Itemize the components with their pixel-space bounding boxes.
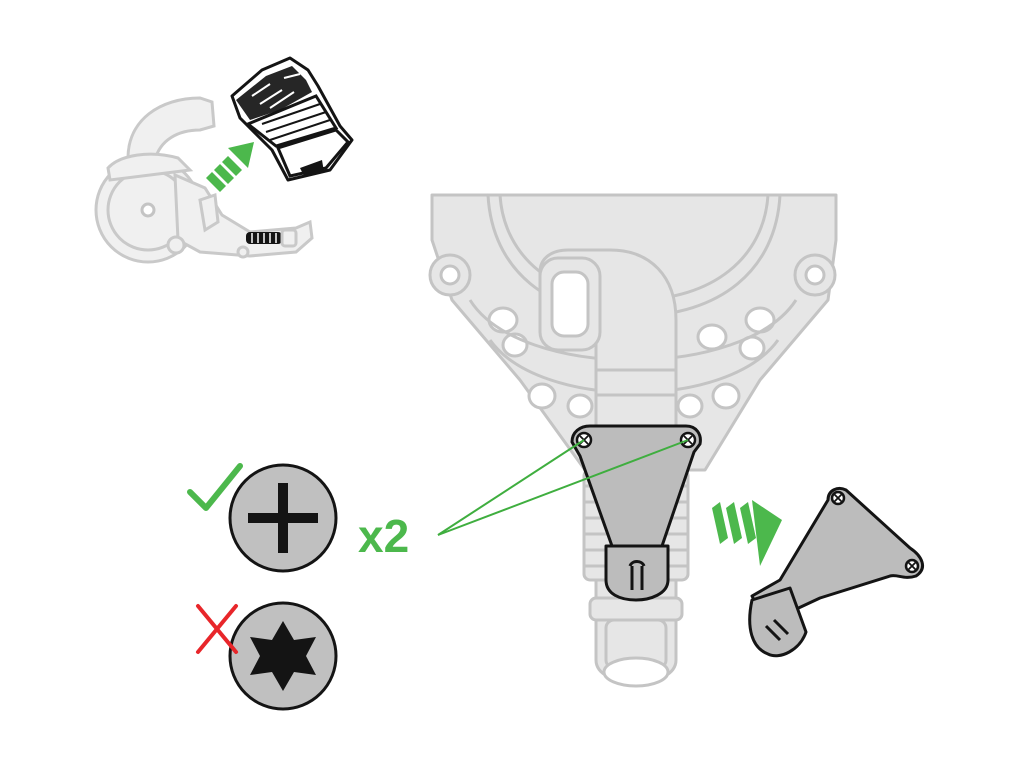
hose-connector-ribs — [251, 233, 277, 243]
vacuum-wheel-hub — [140, 202, 156, 218]
quantity-label: x2 — [358, 510, 409, 562]
hose-end — [280, 228, 298, 248]
vacuum-handle — [126, 96, 216, 162]
screw-leader-lines — [437, 439, 689, 536]
vacuum-chassis-strut — [198, 192, 220, 233]
cross-icon — [196, 604, 238, 654]
vacuum-small-wheel — [236, 245, 250, 259]
torx-screw-icon — [228, 601, 338, 711]
duct-inlet-opening — [550, 270, 590, 338]
removed-screw-bottom — [904, 558, 920, 574]
vacuum-rear-wheel — [166, 235, 186, 255]
vacuum-overview — [94, 56, 354, 264]
move-arrow-icon — [206, 142, 254, 192]
removed-cover-part — [748, 486, 925, 658]
phillips-screw-icon — [228, 463, 338, 573]
vacuum-top-shell — [106, 152, 194, 182]
removed-bin — [230, 56, 354, 182]
machine-underside — [428, 193, 838, 688]
housing-lugs — [428, 253, 837, 297]
removed-screw-top — [830, 490, 846, 506]
checkmark-icon — [187, 463, 243, 511]
remove-arrow-icon — [712, 500, 782, 566]
